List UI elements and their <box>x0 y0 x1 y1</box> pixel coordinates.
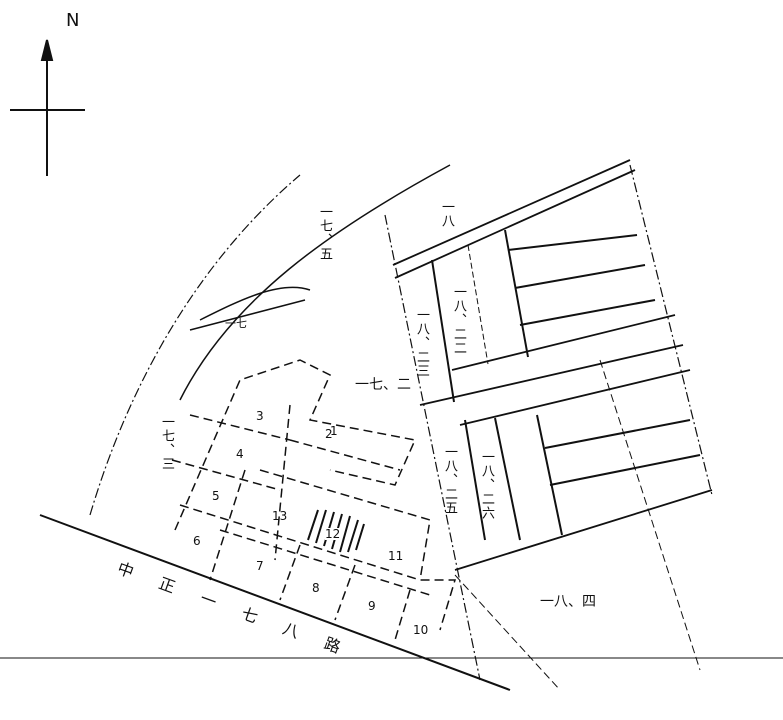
block-south-edge <box>454 489 713 571</box>
parcel-label: 一七、二 <box>355 377 411 393</box>
parcel-label: 一八、二五 <box>442 445 457 515</box>
block-west-edge <box>384 214 481 681</box>
lot-line <box>454 574 561 691</box>
block-north-edge <box>394 169 636 279</box>
lot-number: 6 <box>193 534 201 548</box>
parcel-label: 一八 <box>439 200 454 228</box>
street-edge-arc <box>179 164 451 401</box>
parcel-label: 一八、二三 <box>414 308 429 378</box>
block-east-edge <box>629 164 713 496</box>
parcel-label: 一八、二二 <box>451 285 466 355</box>
lot-number: 7 <box>256 559 264 573</box>
lot-line <box>549 454 701 486</box>
road-edge <box>39 514 511 691</box>
lot-number: 8 <box>312 581 320 595</box>
parcel-label: 一八、二六 <box>479 450 494 520</box>
lot-line <box>431 259 455 403</box>
lot-line <box>536 414 563 536</box>
lot-line <box>494 417 521 541</box>
lot-line <box>467 244 489 365</box>
lane-edge <box>451 314 676 371</box>
building-lots <box>171 359 457 641</box>
lot-number: 13 <box>272 509 288 523</box>
lot-line <box>544 419 691 449</box>
north-arrow-head <box>40 39 54 61</box>
street-edge-west <box>89 174 301 516</box>
parcel-label: 一七、五 <box>317 205 332 261</box>
north-label: N <box>66 10 80 31</box>
lot-number: 5 <box>212 489 220 503</box>
street-edge <box>189 299 306 331</box>
block-north-edge <box>392 159 631 266</box>
lot-line <box>504 229 529 358</box>
lane-edge <box>419 344 684 406</box>
lot-line <box>519 299 656 326</box>
lot-line <box>514 264 646 289</box>
lot-number: 4 <box>236 447 244 461</box>
lot-line <box>507 234 638 251</box>
parcel-label: 一七 <box>225 317 247 330</box>
lane-edge <box>459 369 691 426</box>
parcel-label: 一七、三 <box>159 415 174 471</box>
parcel-label: 一八、四 <box>540 594 596 610</box>
lot-line <box>599 359 701 671</box>
lot-number: 2 <box>325 427 333 441</box>
lot-number: 3 <box>256 409 264 423</box>
lot-number: 12 <box>325 527 341 541</box>
lot-number: 10 <box>413 623 429 637</box>
lot-number: 1 <box>330 424 338 438</box>
lot-line <box>464 419 486 541</box>
street-edge <box>199 286 311 321</box>
lot-number: 9 <box>368 599 376 613</box>
lot-number: 11 <box>388 549 404 563</box>
